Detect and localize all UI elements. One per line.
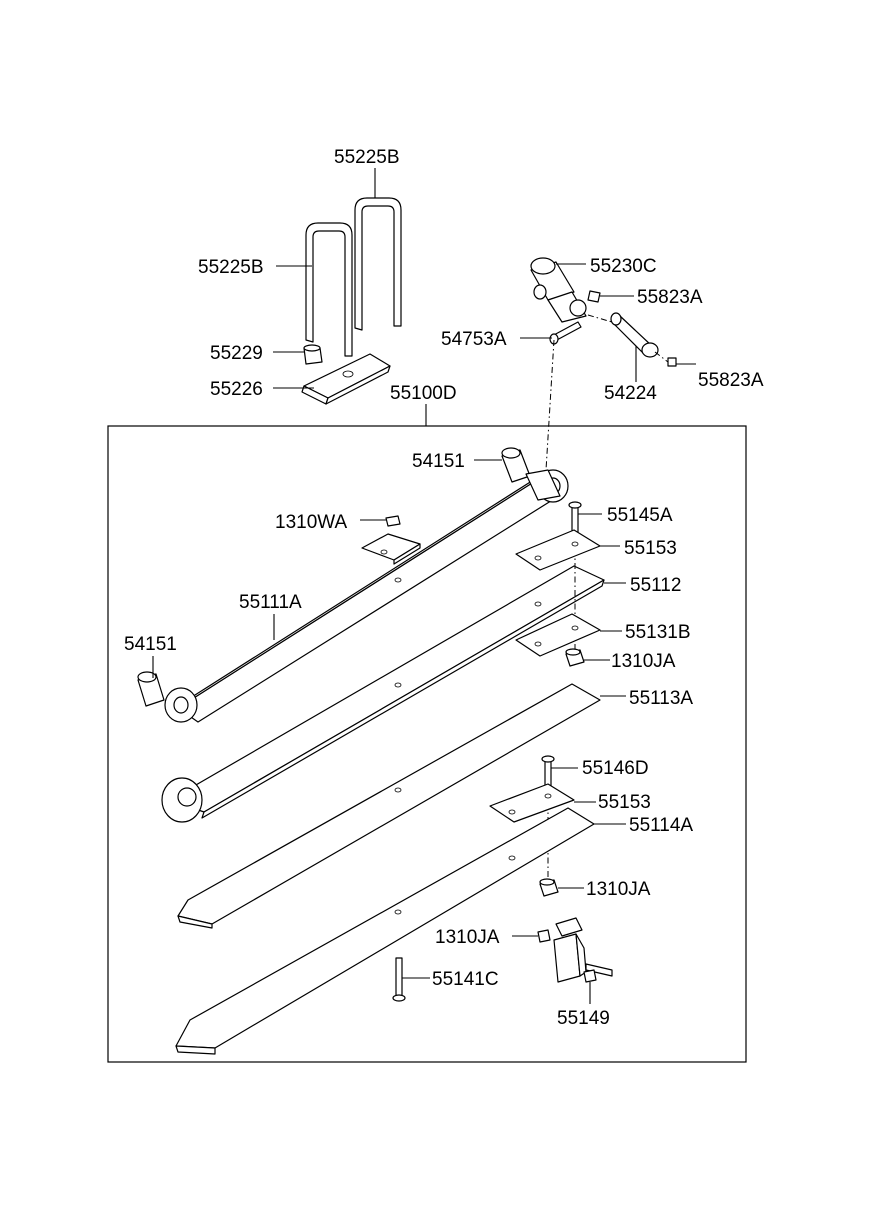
bolt-55141c xyxy=(392,957,406,1002)
grease-fitting-55823a-upper xyxy=(587,290,601,303)
label-nut-1310wa: 1310WA xyxy=(275,512,347,533)
leaf-55111a xyxy=(164,469,569,723)
leaf-55113a xyxy=(177,683,601,929)
nut-1310ja-1 xyxy=(565,648,585,667)
plate-55153-mid xyxy=(489,783,575,823)
nut-1310ja-3 xyxy=(537,929,551,943)
label-nut-1310ja-2: 1310JA xyxy=(586,879,651,900)
nut-1310wa xyxy=(385,515,401,527)
label-shackle: 55230C xyxy=(590,256,657,277)
assembly-frame xyxy=(107,425,747,1063)
label-plate-55131b: 55131B xyxy=(625,622,691,643)
label-bolt-54753a: 54753A xyxy=(441,329,507,350)
label-grease-fitting-1: 55823A xyxy=(637,287,703,308)
label-spacer: 55229 xyxy=(210,343,263,364)
label-nut-1310ja-1: 1310JA xyxy=(611,651,676,672)
label-grease-fitting-2: 55823A xyxy=(698,370,764,391)
label-leaf-55112: 55112 xyxy=(630,575,681,596)
nut-1310ja-2 xyxy=(539,878,559,897)
label-plate-55153-top: 55153 xyxy=(624,538,677,559)
pad-55226 xyxy=(301,353,391,405)
label-bolt-55146d: 55146D xyxy=(582,758,649,779)
shackle-55230c xyxy=(530,257,587,323)
centerline-fitting xyxy=(654,351,669,363)
label-bolt-55145a: 55145A xyxy=(607,505,673,526)
bolt-55145a xyxy=(568,501,582,537)
label-pin: 54224 xyxy=(604,383,657,404)
label-leaf-55114a: 55114A xyxy=(629,815,693,836)
centerline-shackle xyxy=(545,339,555,471)
label-leaf-55111a: 55111A xyxy=(239,592,302,613)
pin-54224 xyxy=(610,312,659,358)
spacer-55229 xyxy=(303,344,323,365)
label-ubolt-left: 55225B xyxy=(198,257,264,278)
label-assembly: 55100D xyxy=(390,383,457,404)
centerline-pin xyxy=(587,314,613,323)
bushing-54151-left xyxy=(137,671,165,707)
u-bolt-back xyxy=(354,197,402,331)
label-bushing-left: 54151 xyxy=(124,634,177,655)
u-bolt-front xyxy=(305,222,353,357)
leader-lines xyxy=(152,168,696,1004)
leaf-55114a xyxy=(175,807,595,1055)
grease-fitting-55823a-lower xyxy=(667,357,677,367)
clip-55149 xyxy=(553,917,613,983)
label-nut-1310ja-3: 1310JA xyxy=(435,927,500,948)
bolt-54753a xyxy=(549,321,582,345)
plate-55131b xyxy=(515,613,601,657)
label-bushing-top: 54151 xyxy=(412,451,465,472)
label-bolt-55141c: 55141C xyxy=(432,969,499,990)
label-clip-55149: 55149 xyxy=(557,1008,610,1029)
plate-55153-top xyxy=(515,529,601,571)
label-ubolt-top: 55225B xyxy=(334,147,400,168)
label-plate-55153-mid: 55153 xyxy=(598,792,651,813)
label-pad: 55226 xyxy=(210,379,263,400)
label-leaf-55113a: 55113A xyxy=(629,688,693,709)
bushing-54151-top xyxy=(501,447,531,483)
plate-near-1310wa xyxy=(361,533,421,565)
leaf-55112 xyxy=(161,565,605,823)
